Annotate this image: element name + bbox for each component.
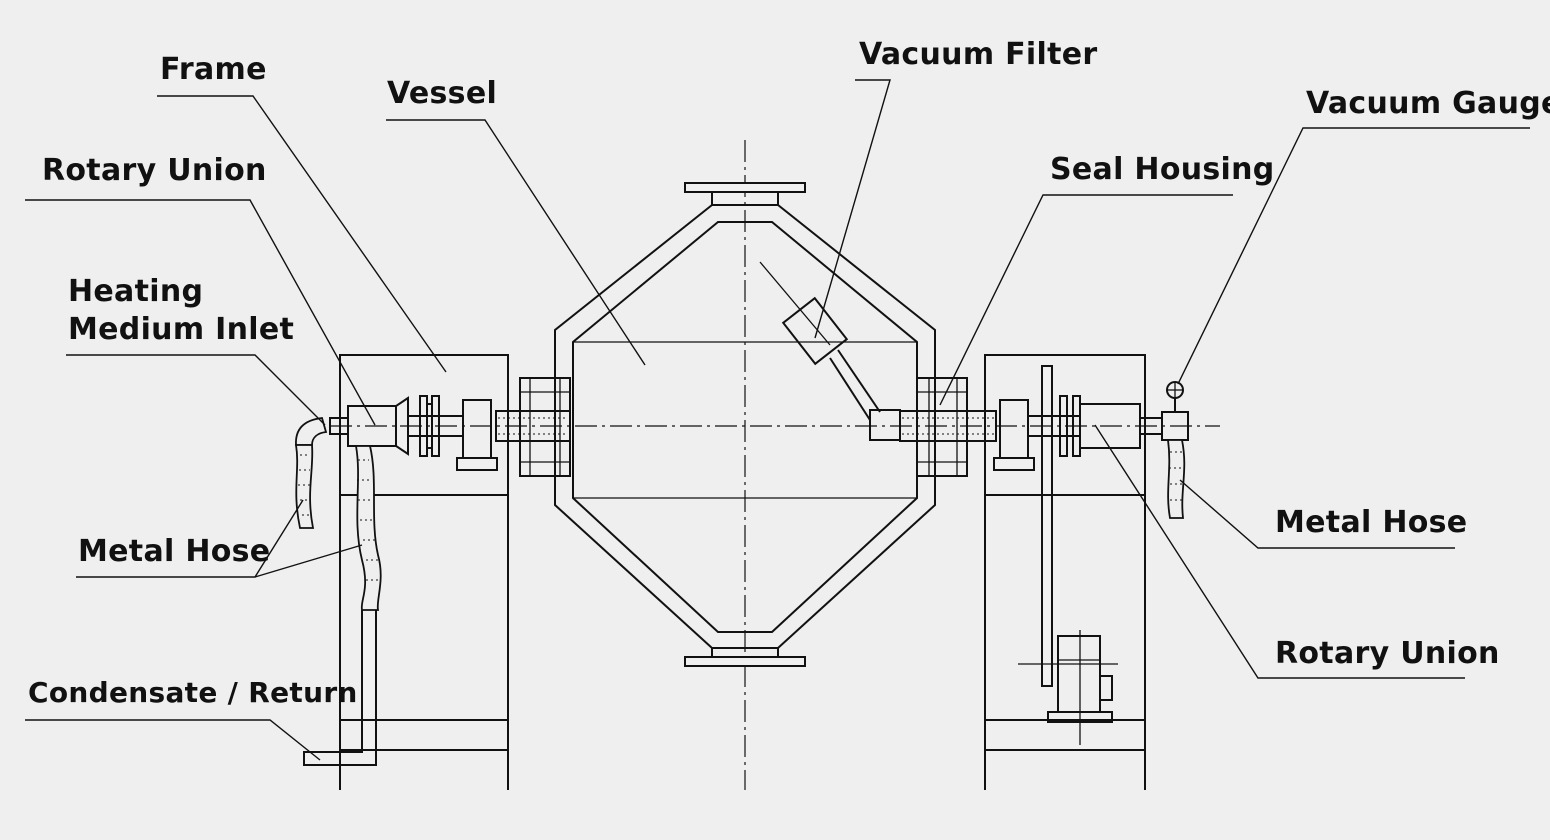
label-condensate-return: Condensate / Return [28, 676, 358, 709]
label-vessel: Vessel [387, 76, 498, 111]
label-vacuum-filter: Vacuum Filter [859, 37, 1098, 72]
label-vacuum-gauge: Vacuum Gauge [1306, 86, 1550, 121]
leader-lines [25, 79, 1530, 761]
right-shaft-assembly [899, 365, 1189, 687]
vacuum-filter [759, 261, 901, 441]
label-metal-hose-left: Metal Hose [78, 534, 271, 569]
label-rotary-union-right: Rotary Union [1275, 636, 1500, 671]
label-seal-housing: Seal Housing [1050, 152, 1275, 187]
left-metal-hoses [294, 417, 382, 766]
right-frame [984, 354, 1146, 790]
drive-motor [1018, 630, 1118, 745]
left-shaft-assembly [329, 377, 571, 477]
label-heating-medium-inlet-line1: Heating [68, 274, 204, 309]
label-metal-hose-right: Metal Hose [1275, 505, 1468, 540]
left-frame [339, 354, 509, 790]
label-frame: Frame [160, 52, 267, 87]
vessel [554, 182, 936, 667]
right-metal-hose [1166, 439, 1186, 519]
label-heating-medium-inlet-line2: Medium Inlet [68, 312, 295, 347]
label-rotary-union-left: Rotary Union [42, 153, 267, 188]
